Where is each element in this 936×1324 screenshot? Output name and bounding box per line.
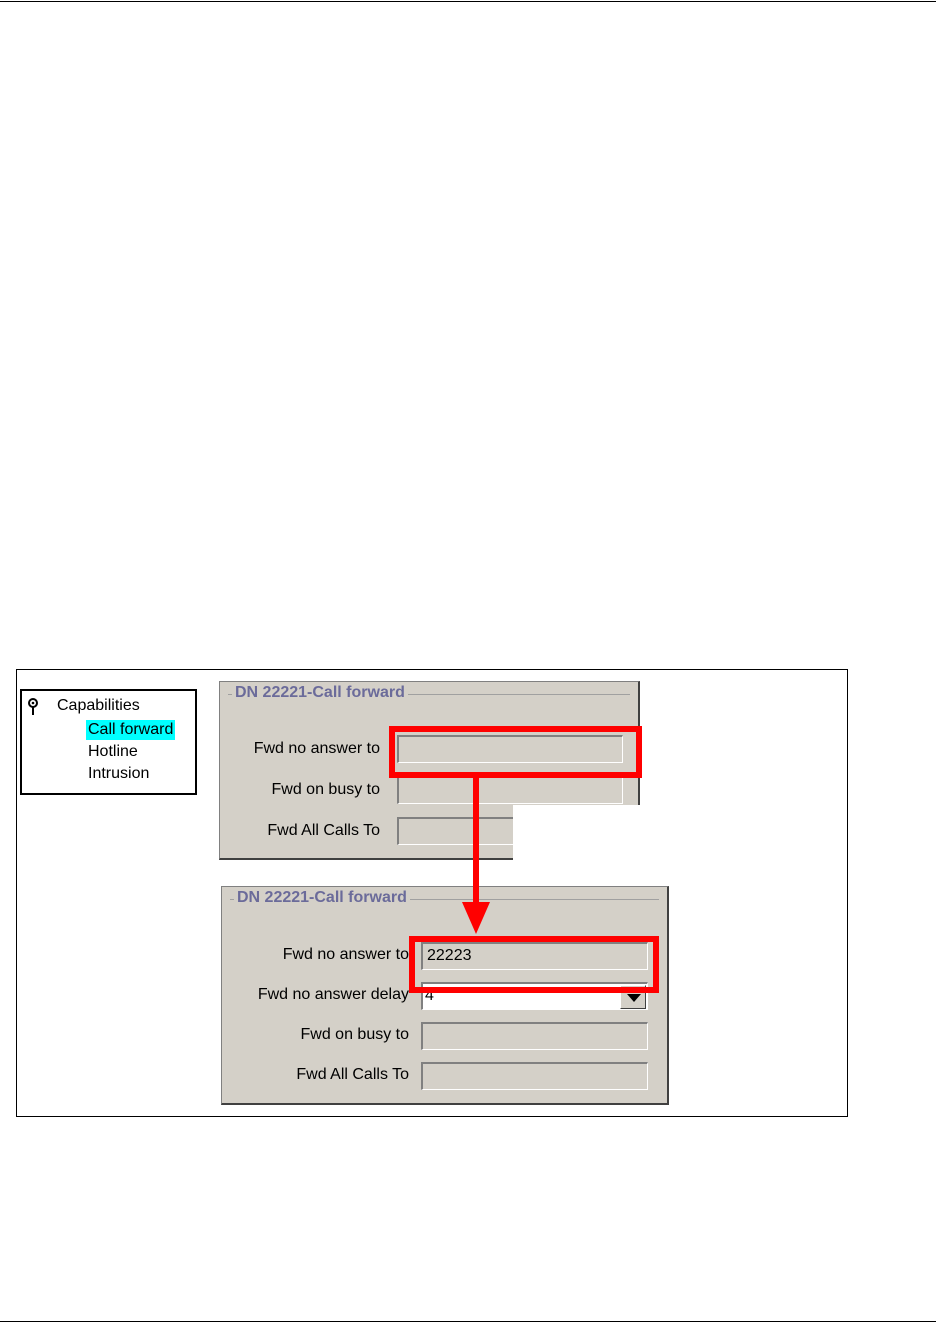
arrow-down-icon bbox=[462, 902, 490, 934]
group-border bbox=[230, 899, 659, 900]
chevron-down-icon bbox=[627, 994, 641, 1002]
image-cutout bbox=[513, 805, 713, 887]
fwd-on-busy-field[interactable] bbox=[421, 1022, 648, 1050]
fwd-on-busy-field[interactable] bbox=[397, 776, 623, 804]
tree-item-hotline[interactable]: Hotline bbox=[88, 743, 138, 760]
delay-value: 4 bbox=[425, 987, 434, 1004]
group-title: DN 22221-Call forward bbox=[234, 889, 410, 907]
page-top-rule bbox=[0, 1, 936, 2]
fwd-all-calls-field[interactable] bbox=[421, 1062, 648, 1090]
tree-root-capabilities[interactable]: Capabilities bbox=[57, 697, 140, 714]
screenshot-figure: Capabilities Call forward Hotline Intrus… bbox=[16, 669, 848, 1117]
fwd-on-busy-label: Fwd on busy to bbox=[271, 781, 381, 798]
highlight-box-before bbox=[389, 726, 642, 778]
fwd-no-answer-delay-select[interactable]: 4 bbox=[421, 982, 648, 1010]
fwd-no-answer-label: Fwd no answer to bbox=[282, 946, 409, 963]
highlight-box-after bbox=[409, 936, 659, 993]
pushpin-icon bbox=[28, 698, 38, 715]
fwd-no-answer-field[interactable] bbox=[397, 735, 623, 763]
group-title: DN 22221-Call forward bbox=[232, 684, 408, 702]
capabilities-tree: Capabilities Call forward Hotline Intrus… bbox=[20, 689, 197, 795]
arrow-shaft bbox=[473, 774, 479, 904]
tree-item-intrusion[interactable]: Intrusion bbox=[88, 765, 150, 782]
fwd-all-calls-label: Fwd All Calls To bbox=[296, 1066, 409, 1083]
group-border bbox=[228, 694, 630, 695]
page-bottom-rule bbox=[0, 1321, 936, 1322]
fwd-all-calls-label: Fwd All Calls To bbox=[267, 822, 380, 839]
call-forward-panel-after: DN 22221-Call forward Fwd no answer to 2… bbox=[221, 886, 669, 1105]
fwd-no-answer-label: Fwd no answer to bbox=[253, 740, 380, 757]
fwd-on-busy-label: Fwd on busy to bbox=[300, 1026, 410, 1043]
tree-item-call-forward[interactable]: Call forward bbox=[86, 720, 176, 740]
fwd-no-answer-field[interactable]: 22223 bbox=[421, 942, 648, 970]
fwd-no-answer-delay-label: Fwd no answer delay bbox=[257, 986, 409, 1003]
